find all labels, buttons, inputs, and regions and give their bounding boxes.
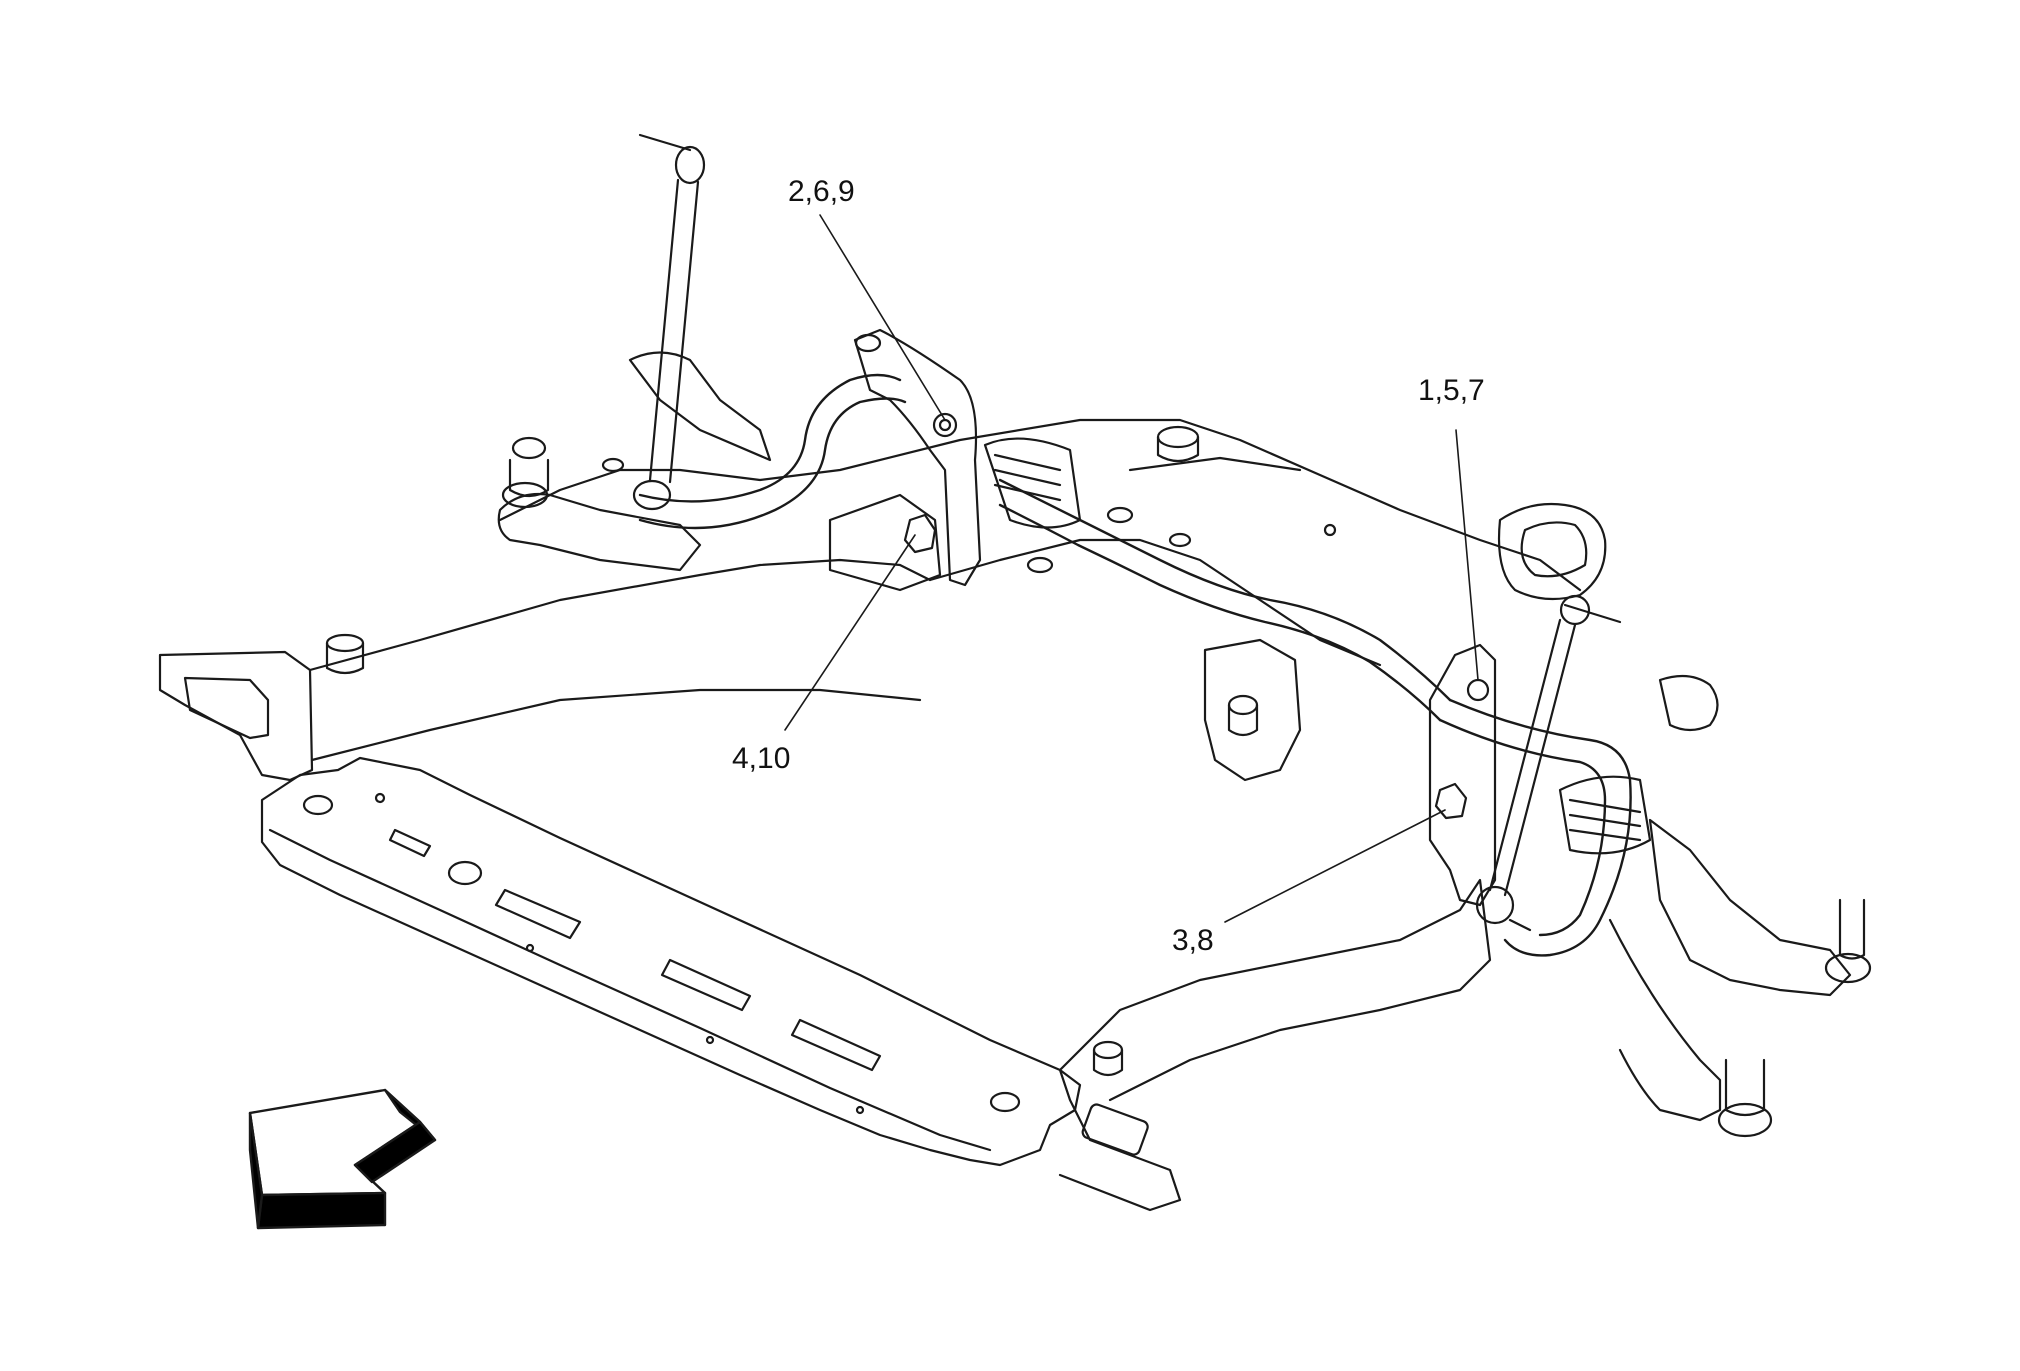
stabilizer-bar — [638, 373, 1632, 957]
rear-crossmember — [498, 418, 1582, 667]
callout-label-3-8: 3,8 — [1172, 924, 1214, 957]
right-stabilizer-link — [1475, 594, 1622, 932]
left-stabilizer-link — [601, 133, 706, 511]
leader-line-4-10 — [784, 534, 916, 731]
front-direction-arrow-icon — [248, 1088, 437, 1230]
callout-label-1-5-7: 1,5,7 — [1418, 374, 1485, 407]
leader-line-2-6-9 — [819, 214, 946, 421]
callout-leader-lines — [784, 214, 1479, 923]
left-bar-bracket — [828, 328, 982, 592]
front-crossmember — [260, 756, 1082, 1167]
right-side-rail — [1058, 878, 1492, 1212]
right-lower-control-arm — [1608, 818, 1872, 1138]
leader-line-1-5-7 — [1455, 429, 1479, 681]
right-rear-mount — [1497, 502, 1719, 732]
callout-label-4-10: 4,10 — [732, 742, 791, 775]
steering-gear — [983, 437, 1652, 855]
callout-label-2-6-9: 2,6,9 — [788, 175, 855, 208]
right-bar-bracket — [1428, 643, 1497, 907]
left-lower-control-arm — [497, 351, 772, 572]
left-side-rail — [158, 558, 932, 782]
right-mid-mount — [1203, 638, 1302, 782]
leader-line-3-8 — [1224, 809, 1446, 923]
